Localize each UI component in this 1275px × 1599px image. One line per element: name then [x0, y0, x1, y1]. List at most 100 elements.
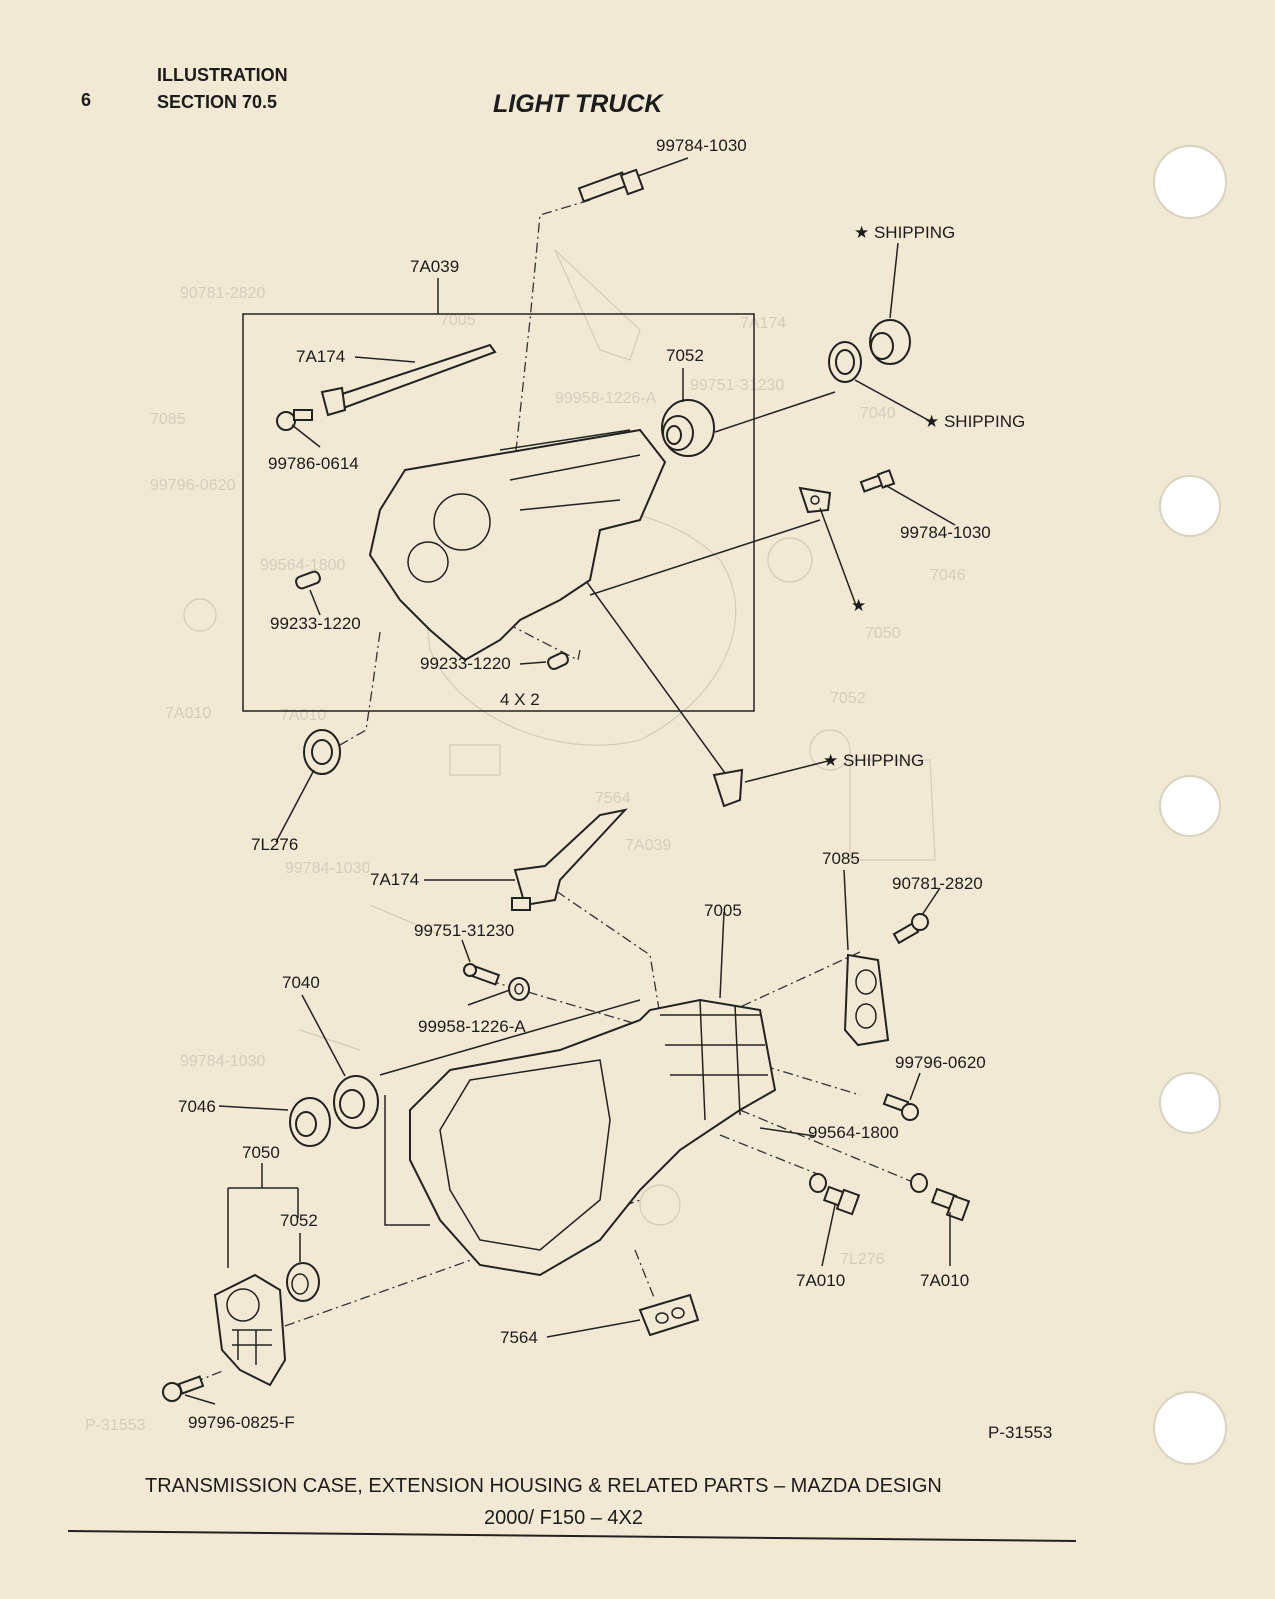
svg-text:99796-0620: 99796-0620 — [150, 477, 236, 494]
label-99784-1030-right: 99784-1030 — [900, 523, 991, 542]
box-caption-4x2: 4 X 2 — [500, 690, 540, 709]
illustration-label: ILLUSTRATION — [157, 65, 288, 85]
svg-text:7564: 7564 — [595, 790, 631, 807]
label-shipping-mid: ★ SHIPPING — [924, 412, 1025, 431]
page-title: LIGHT TRUCK — [493, 90, 664, 118]
bearing-7052-upper — [661, 399, 715, 457]
label-shipping-top: ★ SHIPPING — [854, 223, 955, 242]
label-7005: 7005 — [704, 901, 742, 920]
label-7a174-lower: 7A174 — [370, 870, 419, 889]
bracket-star — [798, 486, 832, 514]
plate-7085 — [843, 953, 890, 1047]
label-99233-1220-left: 99233-1220 — [270, 614, 361, 633]
caption-line-1: TRANSMISSION CASE, EXTENSION HOUSING & R… — [145, 1475, 942, 1497]
part-labels: 99784-1030 ★ SHIPPING ★ SHIPPING 7A039 7… — [178, 136, 1052, 1442]
svg-text:7085: 7085 — [150, 411, 186, 428]
part-7046 — [289, 1097, 331, 1147]
bearing-7052-lower — [286, 1262, 320, 1302]
washer-99564-1800-left — [809, 1173, 827, 1193]
part-7040 — [333, 1075, 379, 1129]
svg-text:99958-1226-A: 99958-1226-A — [555, 390, 657, 407]
rail-7a174-lower — [511, 808, 628, 911]
top-bolt-99784-1030 — [577, 168, 645, 203]
svg-text:7040: 7040 — [860, 405, 896, 422]
figure-id: P-31553 — [988, 1423, 1052, 1442]
svg-text:7052: 7052 — [830, 690, 866, 707]
bolt-99796-0620 — [882, 1093, 919, 1121]
label-7564: 7564 — [500, 1328, 538, 1347]
binder-holes — [1153, 145, 1227, 1465]
svg-text:90781-2820: 90781-2820 — [180, 285, 266, 302]
svg-text:P-31553: P-31553 — [85, 1417, 146, 1434]
page-number: 6 — [81, 90, 91, 110]
label-99958-1226-a: 99958-1226-A — [418, 1017, 526, 1036]
page-header: 6 ILLUSTRATION SECTION 70.5 LIGHT TRUCK — [81, 65, 664, 118]
extension-housing — [368, 428, 667, 662]
caption-line-2: 2000/ F150 – 4X2 — [484, 1507, 643, 1529]
label-99233-1220-center: 99233-1220 — [420, 654, 511, 673]
label-7a039: 7A039 — [410, 257, 459, 276]
figure-caption: TRANSMISSION CASE, EXTENSION HOUSING & R… — [67, 1475, 1077, 1542]
binder-hole — [1159, 775, 1221, 837]
label-7040: 7040 — [282, 973, 320, 992]
svg-text:7050: 7050 — [865, 625, 901, 642]
svg-text:7A174: 7A174 — [740, 315, 786, 332]
label-7085: 7085 — [822, 849, 860, 868]
label-99796-0825-f: 99796-0825-F — [188, 1413, 295, 1432]
washer-99564-1800-right — [910, 1173, 928, 1193]
seal-7l276 — [303, 729, 341, 775]
svg-text:7005: 7005 — [440, 312, 476, 329]
label-7a010-left: 7A010 — [796, 1271, 845, 1290]
svg-text:7046: 7046 — [930, 567, 966, 584]
binder-hole — [1159, 475, 1221, 537]
label-top-bolt: 99784-1030 — [656, 136, 747, 155]
caption-rule — [67, 1530, 1077, 1542]
label-7052-upper: 7052 — [666, 346, 704, 365]
label-90781-2820: 90781-2820 — [892, 874, 983, 893]
label-shipping-low: ★ SHIPPING — [823, 751, 924, 770]
svg-text:99784-1030: 99784-1030 — [285, 860, 371, 877]
plug-7a010-right — [930, 1187, 971, 1222]
label-7a174-upper: 7A174 — [296, 347, 345, 366]
washer-99958-1226-a — [508, 977, 530, 1001]
binder-hole — [1153, 145, 1227, 219]
bolt-99786-0614 — [276, 409, 313, 431]
cover-7564 — [638, 1293, 700, 1337]
label-99564-1800: 99564-1800 — [808, 1123, 899, 1142]
binder-hole — [1153, 1391, 1227, 1465]
bolt-99784-1030-right — [859, 469, 896, 493]
label-7046: 7046 — [178, 1097, 216, 1116]
label-7052-lower: 7052 — [280, 1211, 318, 1230]
leader-lines — [184, 157, 956, 1405]
bolt-99751-31230 — [463, 963, 501, 986]
label-7050: 7050 — [242, 1143, 280, 1162]
svg-text:7A039: 7A039 — [625, 837, 671, 854]
label-7a010-right: 7A010 — [920, 1271, 969, 1290]
svg-text:7A010: 7A010 — [280, 707, 326, 724]
shipping-sleeve — [828, 319, 911, 383]
svg-text:7A010: 7A010 — [165, 705, 211, 722]
section-label: SECTION 70.5 — [157, 92, 277, 112]
assembly-box-4x2 — [242, 313, 755, 712]
plug-7a010-left — [822, 1185, 861, 1216]
part-7050-housing — [213, 1273, 287, 1387]
label-star-bracket: ★ — [851, 596, 866, 615]
svg-text:7L276: 7L276 — [840, 1251, 885, 1268]
svg-text:99751-31230: 99751-31230 — [690, 377, 784, 394]
svg-text:99564-1800: 99564-1800 — [260, 557, 346, 574]
binder-hole — [1159, 1072, 1221, 1134]
transmission-case-7005 — [409, 998, 777, 1277]
shipping-plug — [712, 768, 744, 808]
pin-99233-1220-center — [547, 651, 569, 671]
label-99751-31230: 99751-31230 — [414, 921, 514, 940]
label-99796-0620: 99796-0620 — [895, 1053, 986, 1072]
bolt-90781-2820 — [892, 913, 929, 945]
rail-7a174-upper — [320, 343, 497, 417]
pin-99233-1220-left — [295, 570, 321, 590]
bolt-99796-0825-f — [162, 1375, 205, 1402]
label-7l276: 7L276 — [251, 835, 298, 854]
svg-text:99784-1030: 99784-1030 — [180, 1053, 266, 1070]
label-99786-0614: 99786-0614 — [268, 454, 359, 473]
bleed-through: 90781-2820 7005 7A174 99751-31230 7085 9… — [85, 249, 966, 1434]
